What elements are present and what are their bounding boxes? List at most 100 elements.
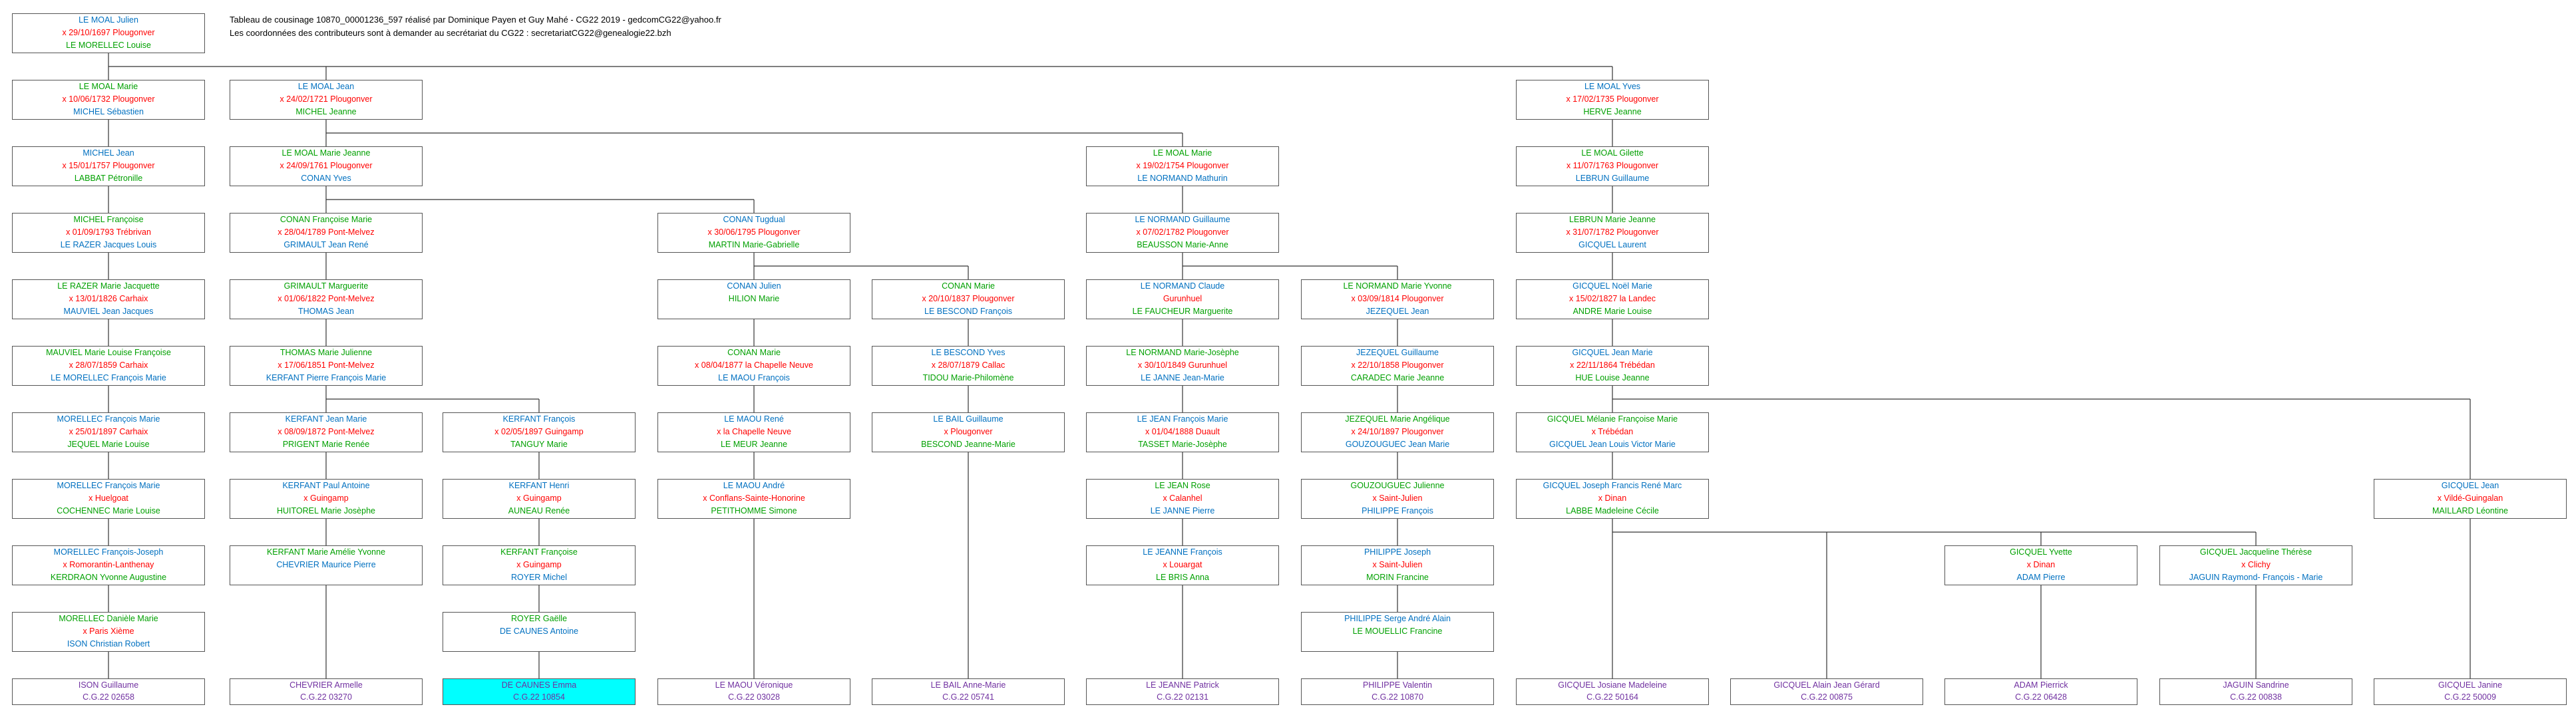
- descendant-name: ISON Guillaume: [78, 680, 139, 690]
- spouse-name: CARADEC Marie Jeanne: [1350, 373, 1445, 382]
- marriage-info: x 15/02/1827 la Landec: [1569, 294, 1656, 303]
- marriage-info: x 17/02/1735 Plougonver: [1566, 94, 1659, 104]
- marriage-info: x 24/02/1721 Plougonver: [279, 94, 373, 104]
- spouse-name: LE JANNE Pierre: [1150, 506, 1215, 515]
- couple-box: GICQUEL Mélanie Françoise Marie x Trébéda…: [1516, 412, 1709, 452]
- marriage-info: x Trébédan: [1591, 427, 1634, 436]
- marriage-info: x Guingamp: [516, 494, 562, 503]
- spouse-name: THOMAS Jean: [297, 307, 355, 316]
- marriage-info: x Plougonver: [944, 427, 993, 436]
- spouse-name: JEQUEL Marie Louise: [67, 440, 150, 449]
- spouse-name: JEZEQUEL Jean: [1366, 307, 1429, 316]
- spouse-name: LE MORELLEC François Marie: [51, 373, 166, 382]
- spouse-name: GOUZOUGUEC Jean Marie: [1345, 440, 1450, 449]
- couple-box: LE JEAN Rose x Calanhel LE JANNE Pierre: [1086, 479, 1279, 519]
- spouse-name: MORIN Francine: [1366, 573, 1429, 582]
- person-name: JEZEQUEL Guillaume: [1356, 348, 1439, 357]
- marriage-info: x 17/06/1851 Pont-Melvez: [277, 360, 375, 370]
- person-name: CONAN Marie: [942, 281, 995, 291]
- person-name: LE MOAL Marie Jeanne: [281, 148, 371, 158]
- person-name: ROYER Gaëlle: [510, 614, 568, 623]
- marriage-info: x 31/07/1782 Plougonver: [1566, 227, 1659, 237]
- spouse-name: LE MAOU François: [718, 373, 790, 382]
- person-name: JEZEQUEL Marie Angélique: [1345, 414, 1450, 424]
- spouse-name: GICQUEL Jean Louis Victor Marie: [1549, 440, 1676, 449]
- spouse-name: PHILIPPE François: [1362, 506, 1433, 515]
- person-name: LE MAOU René: [724, 414, 784, 424]
- descendant-code: C.G.22 02658: [83, 692, 134, 702]
- person-name: LE NORMAND Guillaume: [1135, 215, 1230, 224]
- person-name: MICHEL Jean: [83, 148, 134, 158]
- person-name: KERFANT François: [502, 414, 576, 424]
- marriage-info: x 25/01/1897 Carhaix: [69, 427, 148, 436]
- spouse-name: ISON Christian Robert: [67, 639, 150, 648]
- person-name: GICQUEL Mélanie Françoise Marie: [1547, 414, 1678, 424]
- spouse-name: MARTIN Marie-Gabrielle: [708, 240, 800, 249]
- person-name: LE NORMAND Claude: [1140, 281, 1225, 291]
- spouse-name: TANGUY Marie: [510, 440, 568, 449]
- person-name: LE JEAN Rose: [1155, 481, 1210, 490]
- spouse-name: DE CAUNES Antoine: [499, 627, 579, 636]
- marriage-info: x Romorantin-Lanthenay: [63, 560, 154, 569]
- spouse-name: LE JANNE Jean-Marie: [1141, 373, 1224, 382]
- person-name: LE MOAL Jean: [297, 82, 355, 91]
- marriage-info: x Conflans-Sainte-Honorine: [703, 494, 805, 503]
- marriage-info: x la Chapelle Neuve: [717, 427, 791, 436]
- spouse-name: CHEVRIER Maurice Pierre: [276, 560, 376, 569]
- spouse-name: HILION Marie: [728, 294, 780, 303]
- marriage-info: x 20/10/1837 Plougonver: [922, 294, 1015, 303]
- person-name: MORELLEC François Marie: [57, 414, 160, 424]
- person-name: LE JEANNE François: [1143, 547, 1222, 557]
- person-name: KERFANT Paul Antoine: [282, 481, 370, 490]
- descendant-code: C.G.22 10854: [513, 692, 565, 702]
- marriage-info: x 29/10/1697 Plougonver: [62, 28, 155, 37]
- marriage-info: x 11/07/1763 Plougonver: [1566, 161, 1659, 170]
- person-name: LE NORMAND Marie-Josèphe: [1126, 348, 1239, 357]
- person-name: CONAN Tugdual: [723, 215, 785, 224]
- header-line-2: Les coordonnées des contributeurs sont à…: [230, 28, 671, 38]
- spouse-name: MAILLARD Léontine: [2432, 506, 2508, 515]
- marriage-info: x 13/01/1826 Carhaix: [69, 294, 148, 303]
- spouse-name: LE BRIS Anna: [1156, 573, 1209, 582]
- spouse-name: MICHEL Sébastien: [73, 107, 144, 116]
- spouse-name: HERVE Jeanne: [1583, 107, 1642, 116]
- person-name: GICQUEL Jean Marie: [1572, 348, 1653, 357]
- person-name: LE MOAL Marie: [1153, 148, 1212, 158]
- marriage-info: x Calanhel: [1163, 494, 1202, 503]
- spouse-name: LABBAT Pétronille: [74, 174, 143, 183]
- marriage-info: x 22/11/1864 Trébédan: [1570, 360, 1655, 370]
- marriage-info: x Guingamp: [516, 560, 562, 569]
- person-name: LE MOAL Yves: [1584, 82, 1641, 91]
